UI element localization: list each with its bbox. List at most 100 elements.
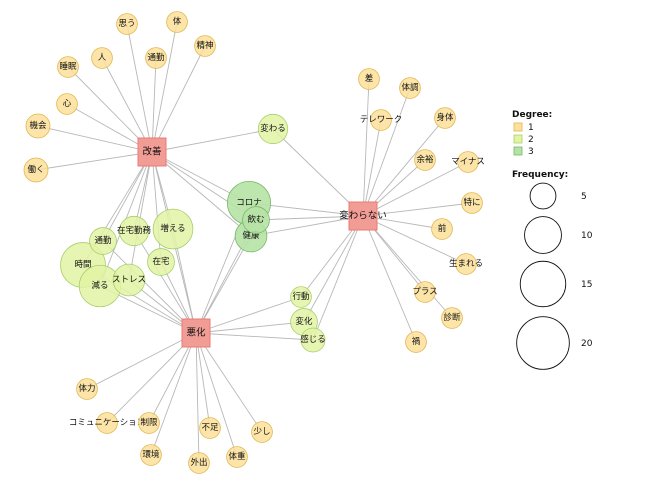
hub-label: 悪化 — [186, 327, 206, 339]
node-circle — [199, 417, 221, 439]
node-circle — [152, 208, 194, 250]
node-label: 働く — [27, 164, 44, 175]
hub-square — [181, 318, 211, 348]
node-zaitaku: 在宅 — [147, 248, 175, 276]
node-tsukin1: 通勤 — [145, 47, 167, 69]
node-kikai: 機会 — [25, 113, 51, 139]
node-circle — [457, 151, 479, 173]
node-label: 在宅勤務 — [117, 225, 152, 236]
node-label: 少し — [253, 427, 270, 437]
node-gaishutsu: 外出 — [188, 452, 210, 474]
node-label: テレワーク — [360, 115, 403, 125]
node-shindan: 診断 — [441, 307, 463, 329]
frequency-legend-label: 10 — [581, 231, 593, 241]
frequency-legend-label: 5 — [581, 192, 587, 202]
edge-kawaranai-umareru — [362, 215, 467, 265]
node-circle — [25, 113, 51, 139]
node-tokuni: 特に — [461, 192, 483, 214]
edge-akka-seigen — [148, 332, 197, 424]
node-fueru: 増える — [152, 208, 194, 250]
edge-akka-henka — [195, 321, 305, 334]
node-label: 余裕 — [416, 154, 434, 165]
node-kankyo: 環境 — [140, 444, 162, 466]
hub-label: 改善 — [142, 146, 162, 158]
edge-akka-taiju — [195, 332, 238, 458]
edge-akka-gaishutsu — [195, 332, 200, 464]
node-label: 身体 — [436, 112, 454, 123]
node-label: 通勤 — [94, 235, 112, 246]
node-omou: 思う — [116, 13, 138, 35]
node-label: 増える — [160, 223, 185, 234]
edge-akka-tsukin2 — [102, 240, 197, 334]
node-label: 行動 — [292, 291, 309, 302]
node-label: 人 — [98, 53, 107, 63]
edge-kawaranai-henka — [303, 215, 364, 323]
node-umareru: 生まれる — [449, 253, 483, 275]
edge-kaizen-hataraku — [35, 151, 153, 171]
hub-square — [348, 201, 378, 231]
edge-akka-kenko — [195, 235, 252, 334]
edge-kawaranai-telework — [362, 119, 382, 217]
node-circle — [441, 307, 463, 329]
node-circle — [23, 157, 49, 183]
edge-kawaranai-sa — [362, 78, 370, 217]
node-label: 時間 — [74, 260, 91, 270]
node-circle — [140, 444, 162, 466]
edge-kaizen-hito — [101, 57, 153, 153]
edge-akka-kanjiru — [195, 332, 314, 341]
node-label: 飲む — [247, 214, 264, 225]
node-label: 不足 — [201, 423, 219, 433]
node-sukoshi: 少し — [251, 421, 273, 443]
edge-kawaranai-kenko — [250, 215, 364, 237]
node-ka: 禍 — [405, 331, 427, 353]
node-label: 制限 — [140, 417, 158, 428]
node-label: 禍 — [412, 336, 421, 347]
edge-kawaranai-minus — [362, 161, 469, 217]
node-circle — [118, 215, 150, 247]
node-nomu: 飲む — [242, 206, 270, 234]
edge-kawaranai-tokuni — [362, 202, 473, 217]
edge-kawaranai-nomu — [255, 215, 364, 221]
hub-kawaranai: 変わらない — [339, 201, 387, 231]
node-circle — [290, 286, 312, 308]
node-label: コロナ — [236, 198, 262, 208]
node-circle — [455, 253, 477, 275]
node-circle — [56, 93, 78, 115]
node-label: 体 — [173, 16, 182, 27]
node-circle — [405, 331, 427, 353]
node-seishin: 精神 — [194, 35, 216, 57]
node-label: ストレス — [112, 275, 146, 285]
edge-kaizen-stress — [128, 151, 153, 281]
node-label: 生まれる — [449, 258, 483, 269]
node-circle — [431, 218, 453, 240]
node-label: 体重 — [228, 451, 246, 462]
edge-kawaranai-kanjiru — [312, 215, 364, 341]
hub-kaizen: 改善 — [137, 137, 167, 167]
node-circle — [300, 327, 326, 353]
edge-kaizen-kenko — [151, 151, 252, 237]
node-circle — [138, 412, 160, 434]
node-label: 思う — [118, 19, 135, 29]
node-communication: コミュニケーション — [69, 412, 145, 434]
edge-kawaranai-ka — [362, 215, 417, 343]
node-label: 通勤 — [147, 52, 165, 63]
degree-legend-label: 3 — [528, 147, 534, 157]
node-telework: テレワーク — [360, 109, 403, 131]
edge-kaizen-karada — [151, 21, 178, 153]
node-label: 体調 — [401, 82, 418, 93]
degree-legend-label: 1 — [528, 123, 534, 133]
node-circle — [251, 421, 273, 443]
node-label: 在宅 — [152, 256, 169, 267]
edge-kawaranai-shintai — [362, 117, 446, 217]
node-circle — [242, 206, 270, 234]
node-circle — [188, 452, 210, 474]
frequency-circle — [524, 216, 562, 254]
node-circle — [116, 13, 138, 35]
node-label: 睡眠 — [59, 62, 77, 72]
node-label: 変化 — [295, 316, 313, 327]
edge-kaizen-kikai — [37, 125, 153, 153]
node-label: 精神 — [196, 40, 213, 51]
node-circle — [166, 11, 188, 33]
